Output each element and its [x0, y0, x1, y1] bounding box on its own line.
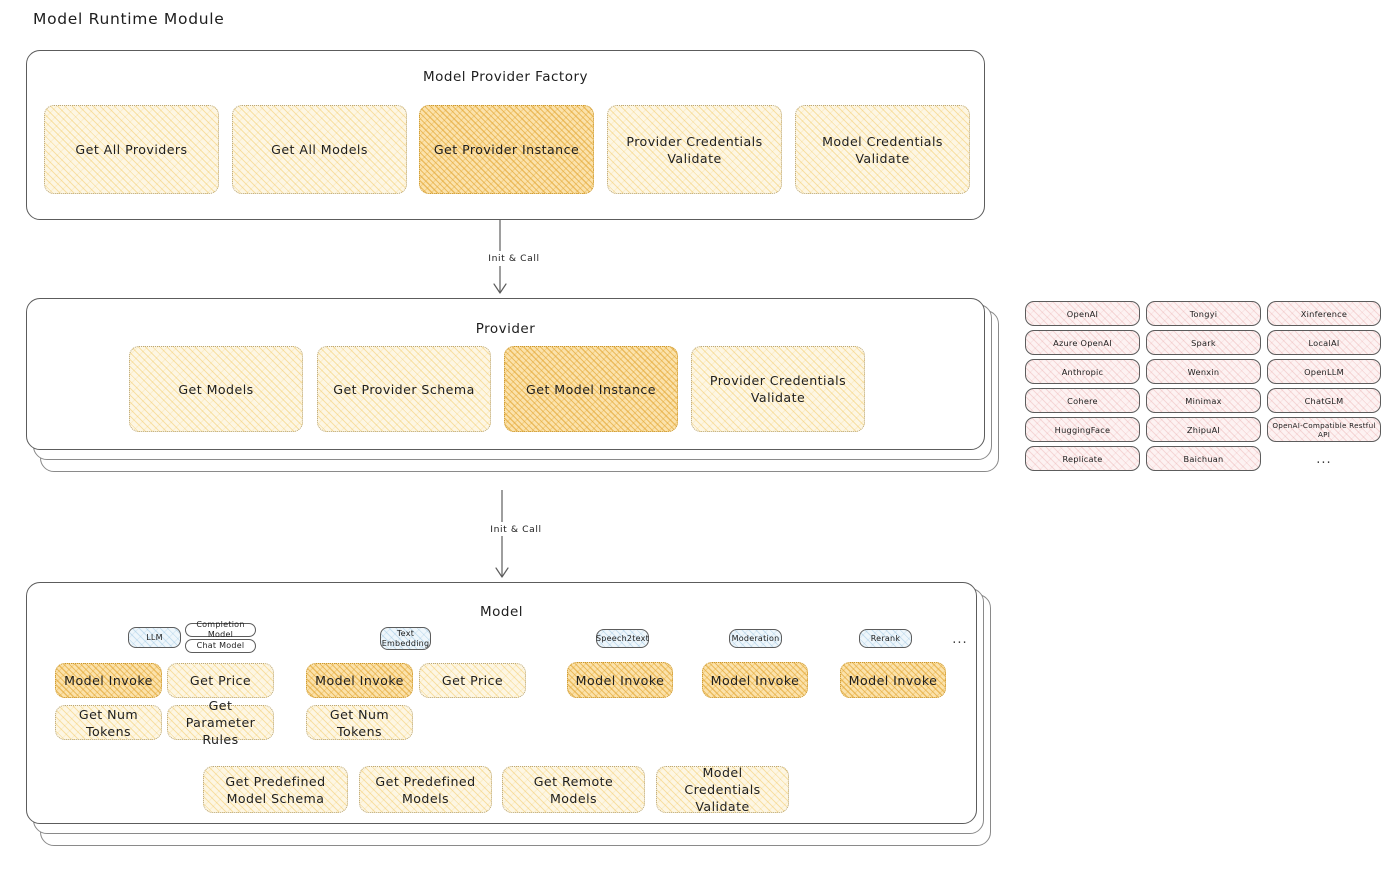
factory-op-get-all-models[interactable]: Get All Models: [232, 105, 407, 194]
arrow-label-init-and-call-2: Init & Call: [457, 523, 575, 536]
model-op-get-predefined-model-schema[interactable]: Get Predefined Model Schema: [203, 766, 348, 813]
arrow-provider-to-model: [495, 490, 509, 578]
llm-op-model-invoke[interactable]: Model Invoke: [55, 663, 162, 698]
provider-chip-huggingface[interactable]: HuggingFace: [1025, 417, 1140, 442]
llm-op-get-price[interactable]: Get Price: [167, 663, 274, 698]
provider-op-get-provider-schema[interactable]: Get Provider Schema: [317, 346, 491, 432]
text-embedding-op-get-price[interactable]: Get Price: [419, 663, 526, 698]
model-provider-factory-title: Model Provider Factory: [422, 69, 588, 85]
provider-chip-zhipuai[interactable]: ZhipuAI: [1146, 417, 1261, 442]
provider-chip-azure-openai[interactable]: Azure OpenAI: [1025, 330, 1140, 355]
speech2text-op-model-invoke[interactable]: Model Invoke: [567, 662, 673, 698]
provider-chip-xinference[interactable]: Xinference: [1267, 301, 1381, 326]
provider-chip-replicate[interactable]: Replicate: [1025, 446, 1140, 471]
text-embedding-op-get-num-tokens[interactable]: Get Num Tokens: [306, 705, 413, 740]
provider-title: Provider: [475, 321, 536, 337]
factory-op-model-credentials-validate[interactable]: Model Credentials Validate: [795, 105, 970, 194]
factory-op-get-provider-instance[interactable]: Get Provider Instance: [419, 105, 594, 194]
rerank-op-model-invoke[interactable]: Model Invoke: [840, 662, 946, 698]
arrow-label-init-and-call-1: Init & Call: [455, 252, 573, 265]
model-type-tab-rerank[interactable]: Rerank: [859, 629, 912, 648]
provider-chip-wenxin[interactable]: Wenxin: [1146, 359, 1261, 384]
model-type-tab-moderation[interactable]: Moderation: [729, 629, 782, 648]
provider-chip-openai-compatible-restful-api[interactable]: OpenAI-Compatible Restful API: [1267, 417, 1381, 442]
llm-op-get-parameter-rules[interactable]: Get Parameter Rules: [167, 698, 274, 747]
provider-chip-openai[interactable]: OpenAI: [1025, 301, 1140, 326]
model-type-tab-llm[interactable]: LLM: [128, 627, 181, 648]
provider-chip-openllm[interactable]: OpenLLM: [1267, 359, 1381, 384]
provider-chip-localai[interactable]: LocalAI: [1267, 330, 1381, 355]
provider-list-more: ...: [1316, 452, 1332, 467]
model-subtab-chat-model[interactable]: Chat Model: [185, 639, 256, 653]
provider-chip-anthropic[interactable]: Anthropic: [1025, 359, 1140, 384]
provider-chip-cohere[interactable]: Cohere: [1025, 388, 1140, 413]
page-title: Model Runtime Module: [33, 10, 225, 28]
model-card: [26, 582, 977, 824]
provider-chip-tongyi[interactable]: Tongyi: [1146, 301, 1261, 326]
model-types-more: ...: [952, 632, 968, 647]
model-op-model-credentials-validate[interactable]: Model Credentials Validate: [656, 765, 789, 814]
model-title: Model: [479, 604, 524, 620]
arrow-factory-to-provider: [493, 220, 507, 294]
model-subtab-completion-model[interactable]: Completion Model: [185, 620, 256, 639]
provider-chip-chatglm[interactable]: ChatGLM: [1267, 388, 1381, 413]
provider-chip-spark[interactable]: Spark: [1146, 330, 1261, 355]
llm-op-get-num-tokens[interactable]: Get Num Tokens: [55, 705, 162, 740]
provider-chip-baichuan[interactable]: Baichuan: [1146, 446, 1261, 471]
model-op-get-remote-models[interactable]: Get Remote Models: [502, 766, 645, 813]
factory-op-provider-credentials-validate[interactable]: Provider Credentials Validate: [607, 105, 782, 194]
model-op-get-predefined-models[interactable]: Get Predefined Models: [359, 766, 492, 813]
moderation-op-model-invoke[interactable]: Model Invoke: [702, 662, 808, 698]
model-type-tab-speech2text[interactable]: Speech2text: [596, 629, 649, 648]
provider-op-get-model-instance[interactable]: Get Model Instance: [504, 346, 678, 432]
text-embedding-op-model-invoke[interactable]: Model Invoke: [306, 663, 413, 698]
factory-op-get-all-providers[interactable]: Get All Providers: [44, 105, 219, 194]
model-type-tab-text-embedding[interactable]: Text Embedding: [380, 627, 431, 650]
provider-op-provider-credentials-validate[interactable]: Provider Credentials Validate: [691, 346, 865, 432]
provider-op-get-models[interactable]: Get Models: [129, 346, 303, 432]
provider-chip-minimax[interactable]: Minimax: [1146, 388, 1261, 413]
